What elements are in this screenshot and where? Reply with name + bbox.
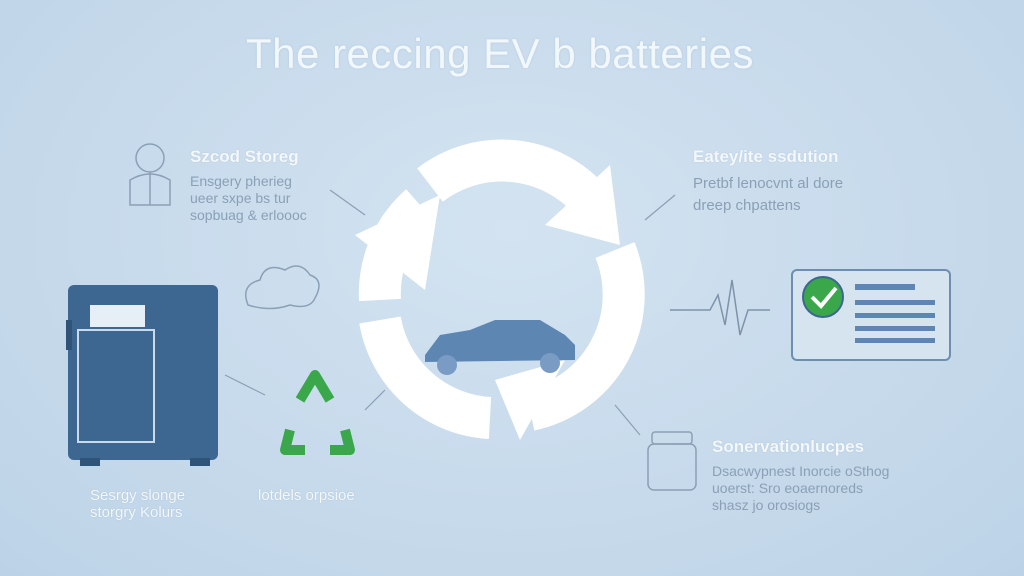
top-right-line: Pretbf lenocvnt al dore	[693, 175, 844, 192]
top-left-line: ueer sxpe bs tur	[190, 190, 291, 206]
pulse-line-icon	[670, 279, 770, 336]
recycle-icon	[280, 370, 355, 455]
top-left-heading: Szcod Storeg	[190, 147, 299, 166]
bottom-left-block: Sesrgy slonge storgry Kolurs	[90, 487, 185, 521]
bottom-right-line: shasz jo orosiogs	[712, 497, 821, 513]
person-icon	[129, 143, 171, 206]
top-right-heading: Eatey/ite ssdution	[693, 147, 839, 166]
jar-icon	[647, 431, 697, 491]
bottom-right-heading: Sonervationlucpes	[712, 437, 865, 456]
bottom-right-line: uoerst: Sro eoaernoreds	[712, 480, 863, 496]
top-right-block: Eatey/ite ssdution Pretbf lenocvnt al do…	[693, 147, 843, 217]
cloud-icon	[245, 265, 320, 310]
bottom-left-line: Sesrgy slonge	[90, 487, 186, 504]
page-title: The reccing EV b batteries	[246, 30, 754, 77]
bottom-right-block: Sonervationlucpes Dsacwypnest Inorcie oS…	[712, 437, 889, 514]
bottom-mid-label: lotdels orpsioe	[258, 487, 355, 504]
top-left-line: Ensgery pherieg	[190, 173, 292, 189]
bottom-left-line: storgry Kolurs	[90, 504, 183, 521]
battery-storage-cabinet-icon	[66, 285, 218, 466]
bottom-right-line: Dsacwypnest Inorcie oSthog	[712, 463, 890, 479]
top-right-line: dreep chpattens	[693, 197, 801, 214]
top-left-line: sopbuag & erloooc	[190, 207, 307, 223]
connector-arrows	[224, 189, 676, 436]
car-icon	[425, 320, 575, 375]
checklist-document-icon	[791, 269, 951, 361]
top-left-block: Szcod Storeg Ensgery pherieg ueer sxpe b…	[190, 147, 307, 224]
